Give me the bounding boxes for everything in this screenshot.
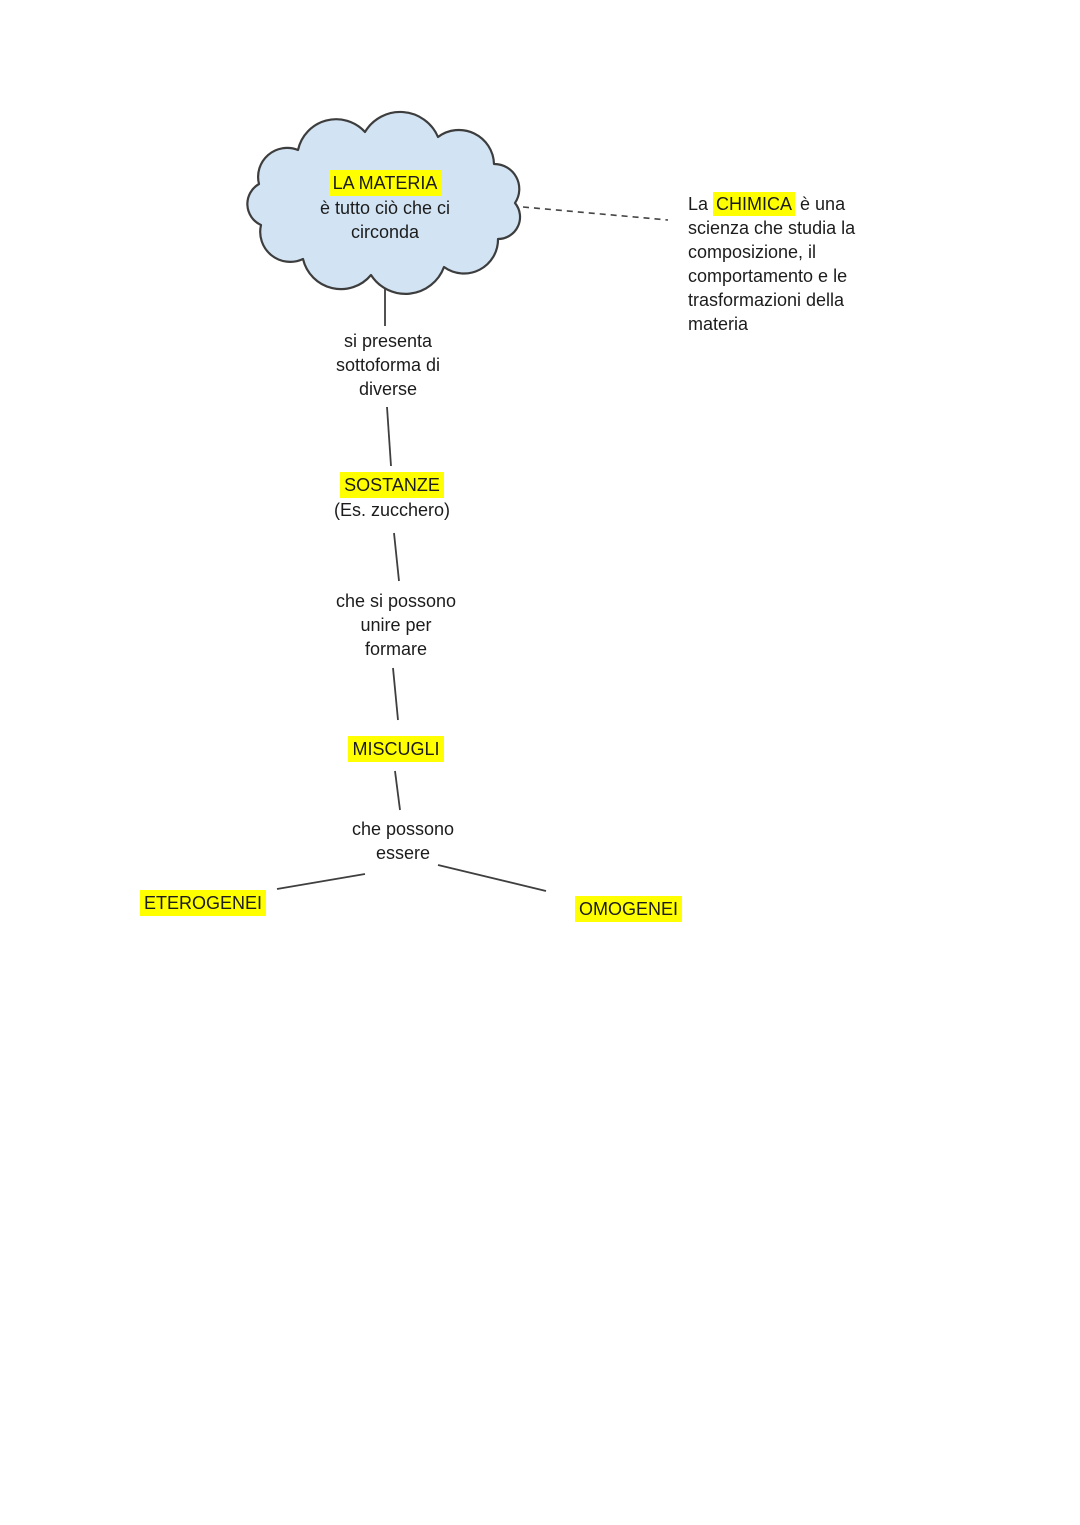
edge-label-si-presenta: si presenta sottoforma di diverse <box>335 331 441 399</box>
node-sostanze-example: (Es. zucchero) <box>333 500 451 520</box>
edge-line-formare-to-miscugli <box>392 667 399 721</box>
edge-line-diverse-to-sostanze <box>386 406 392 467</box>
edge-label-che-possono-essere: che possono essere <box>351 819 455 863</box>
side-note-suffix: è una scienza che studia la composizione… <box>688 194 856 334</box>
cloud-shape <box>246 110 522 295</box>
node-miscugli-label: MISCUGLI <box>348 736 444 762</box>
dashed-link-cloud-to-note <box>522 206 669 221</box>
root-node-description: è tutto ciò che ci circonda <box>319 198 451 242</box>
root-node-title-highlight: LA MATERIA <box>328 170 442 196</box>
root-node-title: LA MATERIA <box>275 170 495 196</box>
side-note-highlight-chimica: CHIMICA <box>713 192 796 216</box>
edge-line-to-omogenei <box>437 864 547 892</box>
node-eterogenei: ETEROGENEI <box>140 890 280 916</box>
edge-line-zucchero-to-chesipossono <box>393 532 400 582</box>
node-sostanze-label: SOSTANZE <box>340 472 444 498</box>
node-eterogenei-label: ETEROGENEI <box>140 890 267 916</box>
node-sostanze-label-row: SOSTANZE <box>322 472 462 498</box>
root-node-la-materia: LA MATERIA è tutto ciò che ci circonda <box>275 170 495 244</box>
node-omogenei: OMOGENEI <box>575 896 715 922</box>
node-miscugli: MISCUGLI <box>334 736 458 762</box>
side-note-prefix: La <box>688 194 714 214</box>
node-omogenei-label: OMOGENEI <box>575 896 683 922</box>
node-sostanze: SOSTANZE (Es. zucchero) <box>322 472 462 522</box>
edge-line-to-eterogenei <box>276 873 366 890</box>
edge-label-che-si-possono: che si possono unire per formare <box>335 591 457 659</box>
edge-line-miscugli-to-chepossono <box>394 770 401 811</box>
side-note-chimica: La CHIMICA è una scienza che studia la c… <box>688 192 888 336</box>
